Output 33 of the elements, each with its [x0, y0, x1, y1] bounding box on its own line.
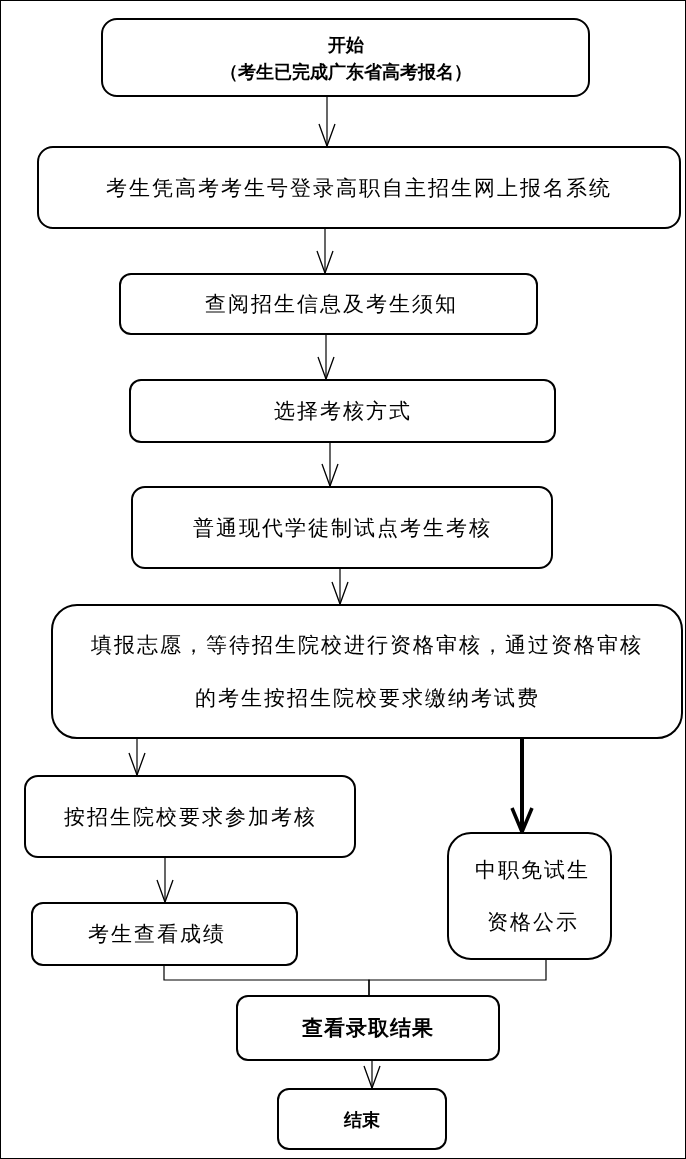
arrow	[316, 228, 334, 274]
step-text: 普通现代学徒制试点考生考核	[192, 514, 492, 542]
step-text: 选择考核方式	[273, 398, 412, 425]
process-box	[129, 379, 556, 443]
arrow	[510, 739, 534, 834]
step-note: （考生已完成广东省高考报名）	[219, 59, 472, 84]
process-box	[447, 832, 612, 960]
process-box	[119, 273, 538, 335]
process-box	[101, 18, 590, 97]
step-text: 考生凭高考考生号登录高职自主招生网上报名系统	[106, 174, 612, 202]
process-box	[37, 146, 681, 229]
arrow	[318, 96, 336, 147]
step-text: 考生查看成绩	[87, 921, 226, 948]
connector-line	[368, 959, 547, 996]
step-text: 填报志愿，等待招生院校进行资格审核，通过资格审核的考生按招生院校要求缴纳考试费	[90, 631, 644, 712]
arrow	[128, 738, 146, 776]
arrow	[156, 857, 174, 903]
process-box	[24, 775, 356, 858]
process-box	[277, 1088, 447, 1150]
step-text: 中职免试生资格公示	[474, 857, 591, 936]
arrow	[317, 334, 335, 380]
process-box	[51, 604, 683, 739]
process-box	[131, 486, 553, 569]
arrow	[331, 568, 349, 605]
step-text: 结束	[344, 1107, 380, 1132]
process-box	[31, 902, 298, 966]
arrow	[363, 1060, 381, 1089]
process-box	[236, 995, 500, 1061]
step-text: 查阅招生信息及考生须知	[205, 291, 458, 318]
step-text: 查看录取结果	[302, 1014, 434, 1042]
arrow	[321, 442, 339, 487]
step-text: 按招生院校要求参加考核	[63, 803, 317, 831]
step-title: 开始	[327, 32, 364, 57]
